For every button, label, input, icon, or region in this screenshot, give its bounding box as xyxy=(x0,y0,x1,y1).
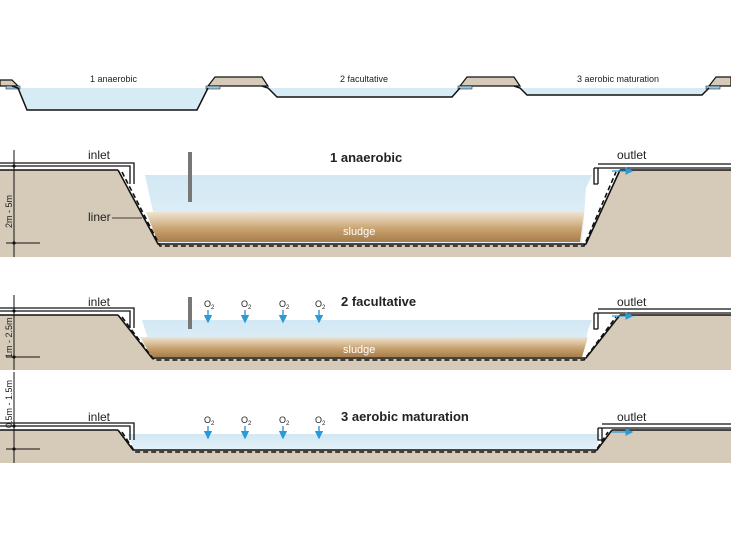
overview-embankment-1 xyxy=(0,79,20,87)
outlet-pipe-bend xyxy=(597,423,731,441)
sludge-layer xyxy=(146,212,584,242)
outlet-pipe-bend xyxy=(593,163,731,185)
inlet-label: inlet xyxy=(88,410,111,424)
depth-label: 1m - 2.5m xyxy=(4,317,14,358)
inlet-label: inlet xyxy=(88,148,111,162)
liner xyxy=(117,169,621,245)
overview-label-anaerobic: 1 anaerobic xyxy=(90,74,138,84)
oxygen-indicator: O2 xyxy=(314,299,326,324)
oxygen-indicator: O2 xyxy=(203,415,215,440)
outlet-label: outlet xyxy=(617,295,647,309)
section-facultative: inlet 2 facultative O2 O2 O2 O2 outlet s… xyxy=(0,294,731,370)
oxygen-indicator: O2 xyxy=(240,299,252,324)
overview-embankment-2 xyxy=(206,76,270,87)
svg-text:O2: O2 xyxy=(204,299,215,311)
svg-text:O2: O2 xyxy=(204,415,215,427)
ground xyxy=(0,315,731,370)
ground xyxy=(0,430,731,463)
sludge-layer xyxy=(140,337,588,357)
overview-pond-1-water xyxy=(18,88,208,110)
ground xyxy=(0,170,731,257)
overview-embankment-4 xyxy=(707,76,731,87)
baffle xyxy=(188,152,192,202)
svg-text:O2: O2 xyxy=(315,415,326,427)
outlet-label: outlet xyxy=(617,148,647,162)
svg-text:O2: O2 xyxy=(279,415,290,427)
liner xyxy=(117,314,621,359)
water xyxy=(128,434,600,450)
oxygen-indicator: O2 xyxy=(203,299,215,324)
overview-pipe-3 xyxy=(457,85,473,90)
overview-pond-2-outline xyxy=(261,85,461,98)
overview-strip: 1 anaerobic 2 facultative 3 aerobic matu… xyxy=(0,74,731,111)
depth-dimension: 2m - 5m xyxy=(4,150,40,257)
inlet-label: inlet xyxy=(88,295,111,309)
sludge-label: sludge xyxy=(343,226,375,238)
overview-pipe-2 xyxy=(205,85,221,90)
svg-text:O2: O2 xyxy=(279,299,290,311)
inlet-pipe-bend xyxy=(124,162,135,184)
outlet-label: outlet xyxy=(617,410,647,424)
oxygen-indicator: O2 xyxy=(278,299,290,324)
section-anaerobic: inlet 1 anaerobic outlet liner sludge 2m… xyxy=(0,148,731,257)
depth-label: 2m - 5m xyxy=(4,195,14,228)
depth-dimension: 1m - 2.5m xyxy=(4,295,40,370)
sludge-label: sludge xyxy=(343,344,375,356)
liner-dashed xyxy=(121,171,617,247)
overview-pond-3-water xyxy=(520,88,709,95)
overview-pond-1-outline xyxy=(11,85,209,111)
liner xyxy=(117,429,613,451)
svg-text:O2: O2 xyxy=(315,299,326,311)
section-title: 2 facultative xyxy=(341,294,416,309)
oxygen-indicator: O2 xyxy=(240,415,252,440)
overview-pipe-4 xyxy=(705,85,721,90)
oxygen-indicator: O2 xyxy=(314,415,326,440)
inlet-pipe-bend xyxy=(124,422,135,440)
overview-label-aerobic: 3 aerobic maturation xyxy=(577,74,659,84)
inlet-pipe-bend xyxy=(124,307,135,328)
svg-text:O2: O2 xyxy=(241,299,252,311)
overview-label-facultative: 2 facultative xyxy=(340,74,388,84)
section-title: 3 aerobic maturation xyxy=(341,409,469,424)
liner-dashed xyxy=(121,316,617,361)
baffle xyxy=(188,297,192,329)
depth-label: 0.5m - 1.5m xyxy=(4,380,14,428)
section-title: 1 anaerobic xyxy=(330,150,402,165)
outlet-pipe-bend xyxy=(593,308,731,330)
svg-text:O2: O2 xyxy=(241,415,252,427)
oxygen-indicator: O2 xyxy=(278,415,290,440)
liner-label: liner xyxy=(88,210,111,224)
overview-pond-2-water xyxy=(268,88,460,97)
depth-dimension: 0.5m - 1.5m xyxy=(4,372,40,463)
section-aerobic-maturation: inlet 3 aerobic maturation O2 O2 O2 O2 o… xyxy=(0,372,731,463)
liner-dashed xyxy=(121,431,609,453)
overview-pond-3-outline xyxy=(513,85,710,96)
overview-embankment-3 xyxy=(458,76,522,87)
